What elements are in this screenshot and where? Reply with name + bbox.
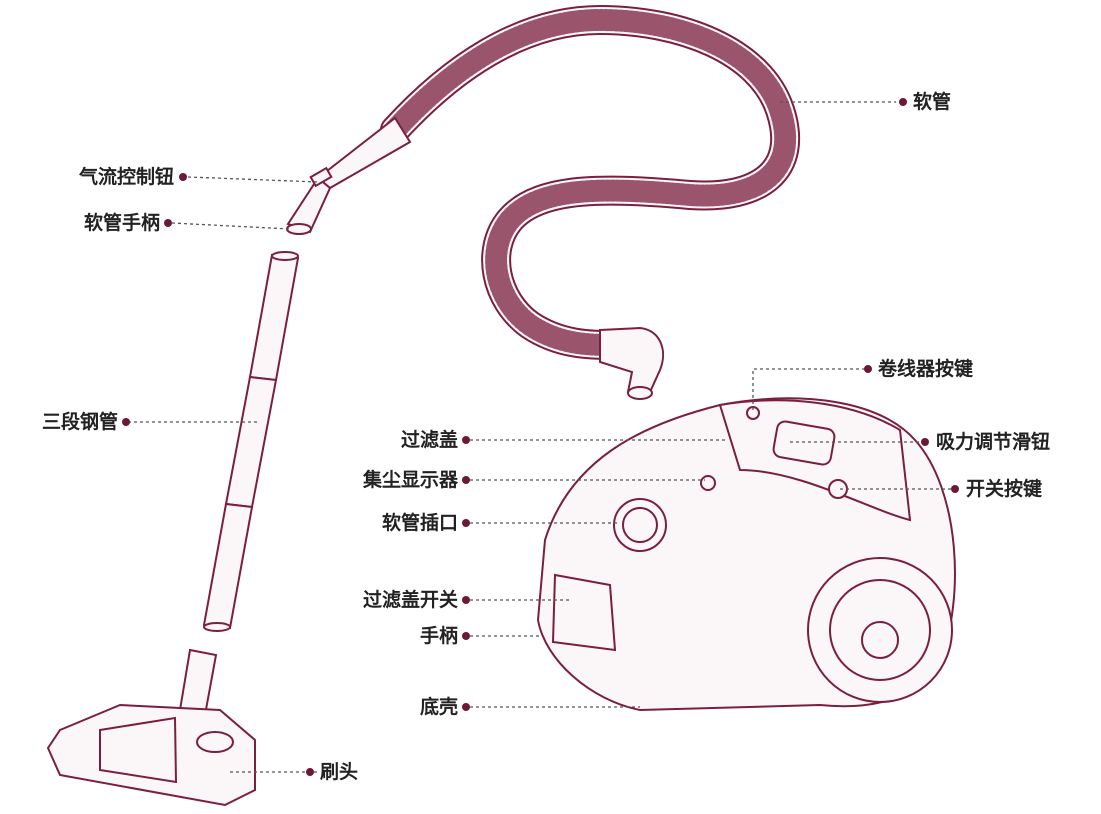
label-dots xyxy=(122,98,959,776)
hose-handle-wand xyxy=(286,116,412,235)
label-suction-slider: 吸力调节滑钮 xyxy=(936,431,1051,453)
label-airflow-control: 气流控制钮 xyxy=(78,166,174,188)
label-bottom-shell: 底壳 xyxy=(419,696,458,718)
label-hose: 软管 xyxy=(913,91,952,113)
label-dust-indicator: 集尘显示器 xyxy=(362,469,458,491)
vacuum-body xyxy=(536,397,956,712)
brush-head xyxy=(46,648,256,807)
hose-elbow-connector xyxy=(599,326,665,400)
label-hose-inlet: 软管插口 xyxy=(381,512,458,534)
label-hose-handle: 软管手柄 xyxy=(83,212,160,234)
label-brush-head: 刷头 xyxy=(320,761,359,783)
label-handle: 手柄 xyxy=(419,625,458,647)
leader-lines xyxy=(128,101,955,773)
label-filter-cover-switch: 过滤盖开关 xyxy=(362,589,458,611)
label-three-section-tube: 三段钢管 xyxy=(41,411,118,433)
label-power-button: 开关按键 xyxy=(966,478,1043,500)
label-cord-reel-button: 卷线器按键 xyxy=(878,358,974,380)
hose xyxy=(380,5,800,360)
label-filter-cover: 过滤盖 xyxy=(400,429,458,451)
three-section-tube xyxy=(202,251,300,632)
